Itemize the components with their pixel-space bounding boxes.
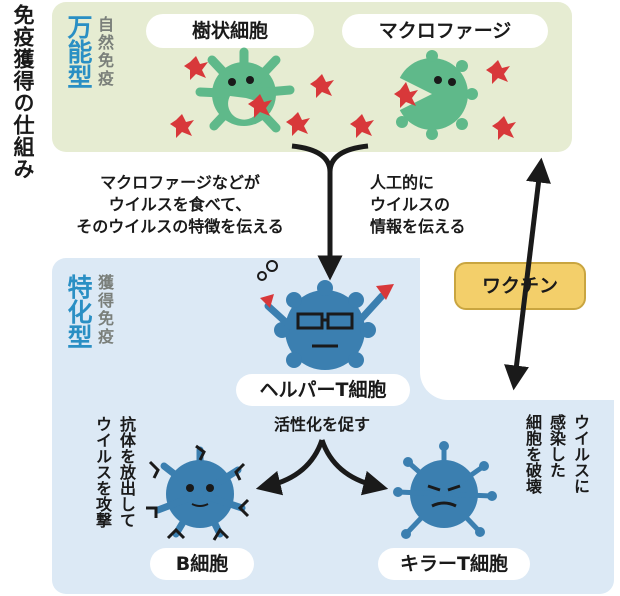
virus-icons-top [170,56,516,140]
transfer-description: マクロファージなどが ウイルスを食べて、 そのウイルスの特徴を伝える [40,172,320,238]
diagram-title: 免疫獲得の仕組み [11,4,35,180]
transfer-line-3: そのウイルスの特徴を伝える [76,217,284,236]
helper-t-cell-label: ヘルパーT細胞 [236,374,410,406]
vaccine-line-2: ウイルスの [370,195,451,214]
killer-t-cell-icon [393,441,497,539]
transfer-line-1: マクロファージなどが [100,173,260,192]
vaccine-line-1: 人工的に [370,173,435,192]
split-arrows [255,439,389,496]
macrophage-icon [394,50,478,140]
adaptive-type-label: 特化型 [64,274,93,349]
vaccine-line-3: 情報を伝える [370,217,466,236]
b-desc-line-1: 抗体を放出して [117,416,136,528]
vaccine-description: 人工的に ウイルスの 情報を伝える [370,172,514,238]
helper-t-cell-icon [257,260,394,370]
killer-t-cell-label: キラーT細胞 [378,548,530,580]
dendritic-cell-label: 樹状細胞 [146,14,314,48]
b-desc-line-2: ウイルスを攻撃 [93,416,112,528]
macrophage-label: マクロファージ [342,14,548,48]
killer-desc-line-1: ウイルスに [571,414,590,494]
transfer-line-2: ウイルスを食べて、 [108,195,252,214]
b-cell-icon [146,444,250,541]
vaccine-double-arrow [504,157,551,391]
merge-arrow [291,143,369,281]
b-cell-description: 抗体を放出して ウイルスを攻撃 [90,416,138,596]
activation-label: 活性化を促す [273,415,370,434]
adaptive-subtitle: 獲得免疫 [95,274,114,346]
innate-type-label: 万能型 [64,14,93,89]
killer-desc-line-3: 細胞を破壊 [523,414,542,494]
killer-description: ウイルスに 感染した 細胞を破壊 [520,414,592,574]
dendritic-cell-icon [195,47,295,133]
innate-subtitle: 自然免疫 [95,16,114,88]
b-cell-label: B細胞 [150,548,254,580]
killer-desc-line-2: 感染した [547,414,566,478]
